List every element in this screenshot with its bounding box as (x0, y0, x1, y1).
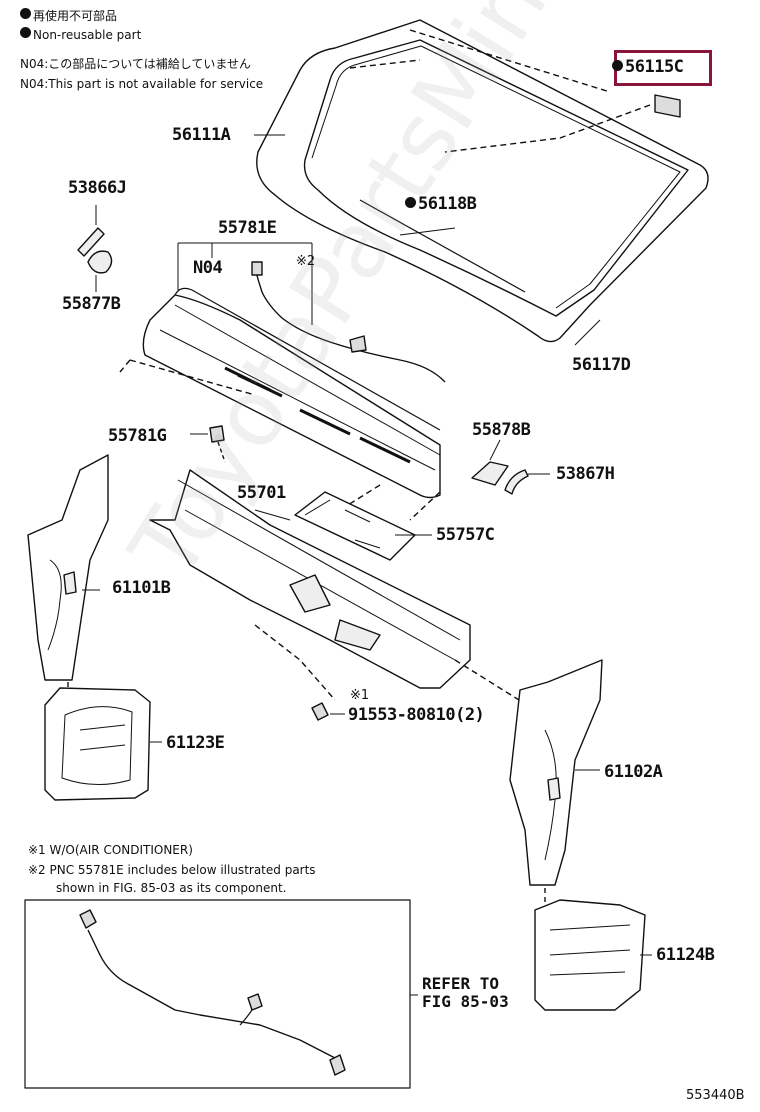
footnote-2: ※2 PNC 55781E includes below illustrated… (28, 863, 316, 877)
clip-55781g (209, 425, 225, 443)
refer-to-line-1: REFER TO (422, 974, 500, 993)
part-label-91553-80810[interactable]: 91553-80810(2) (348, 705, 485, 725)
refer-to-line-2[interactable]: FIG 85-03 (422, 992, 509, 1011)
legend-n04-jp: N04:この部品については補給していません (20, 57, 251, 71)
part-number: 56118B (418, 194, 477, 214)
legend-nonreusable-jp-text: 再使用不可部品 (33, 9, 118, 23)
label-n04: N04 (193, 258, 223, 278)
part-label-53867h[interactable]: 53867H (556, 464, 615, 484)
footnote-1: ※1 W/O(AIR CONDITIONER) (28, 843, 193, 857)
cowl-side-61101b (27, 454, 109, 681)
part-number: 56115C (625, 57, 684, 77)
part-label-53866j[interactable]: 53866J (68, 178, 127, 198)
part-label-55781g[interactable]: 55781G (108, 426, 167, 446)
part-label-56117d[interactable]: 56117D (572, 355, 631, 375)
bullet-icon (20, 27, 31, 38)
part-label-61101b[interactable]: 61101B (112, 578, 171, 598)
part-label-55757c[interactable]: 55757C (436, 525, 495, 545)
part-label-61124b[interactable]: 61124B (656, 945, 715, 965)
diagram-number: 553440B (686, 1088, 745, 1103)
mark-note-2: ※2 (296, 254, 316, 269)
part-label-56111a[interactable]: 56111A (172, 125, 231, 145)
cowl-lower-61124b (534, 899, 646, 1011)
non-reusable-dot-icon (612, 60, 623, 71)
part-label-61102a[interactable]: 61102A (604, 762, 663, 782)
part-label-55701[interactable]: 55701 (237, 483, 286, 503)
part-53866j (77, 227, 105, 257)
seal-53867h (504, 469, 529, 495)
cowl-louver (142, 294, 441, 499)
legend-nonreusable-en-text: Non-reusable part (33, 28, 142, 42)
part-label-56115c[interactable]: 56115C (612, 57, 684, 77)
cowl-lower-61123e (44, 687, 151, 801)
legend-n04-en: N04:This part is not available for servi… (20, 77, 264, 91)
windshield-molding (303, 39, 689, 317)
part-label-56118b[interactable]: 56118B (405, 194, 477, 214)
clip-56115c (654, 94, 681, 118)
part-label-61123e[interactable]: 61123E (166, 733, 225, 753)
part-label-55781e[interactable]: 55781E (218, 218, 277, 238)
windshield-glass (256, 19, 709, 343)
part-label-55878b[interactable]: 55878B (472, 420, 531, 440)
bullet-icon (20, 8, 31, 19)
legend-nonreusable-jp: 再使用不可部品 (20, 8, 117, 24)
non-reusable-dot-icon (405, 197, 416, 208)
bolt-91553 (311, 702, 329, 721)
footnote-2-continued: shown in FIG. 85-03 as its component. (56, 881, 287, 895)
part-label-55877b[interactable]: 55877B (62, 294, 121, 314)
legend-nonreusable-en: Non-reusable part (20, 27, 141, 43)
mark-note-1: ※1 (350, 688, 370, 703)
refer-box (24, 899, 411, 1089)
seal-55878b (471, 461, 509, 486)
part-55877b (87, 250, 113, 274)
